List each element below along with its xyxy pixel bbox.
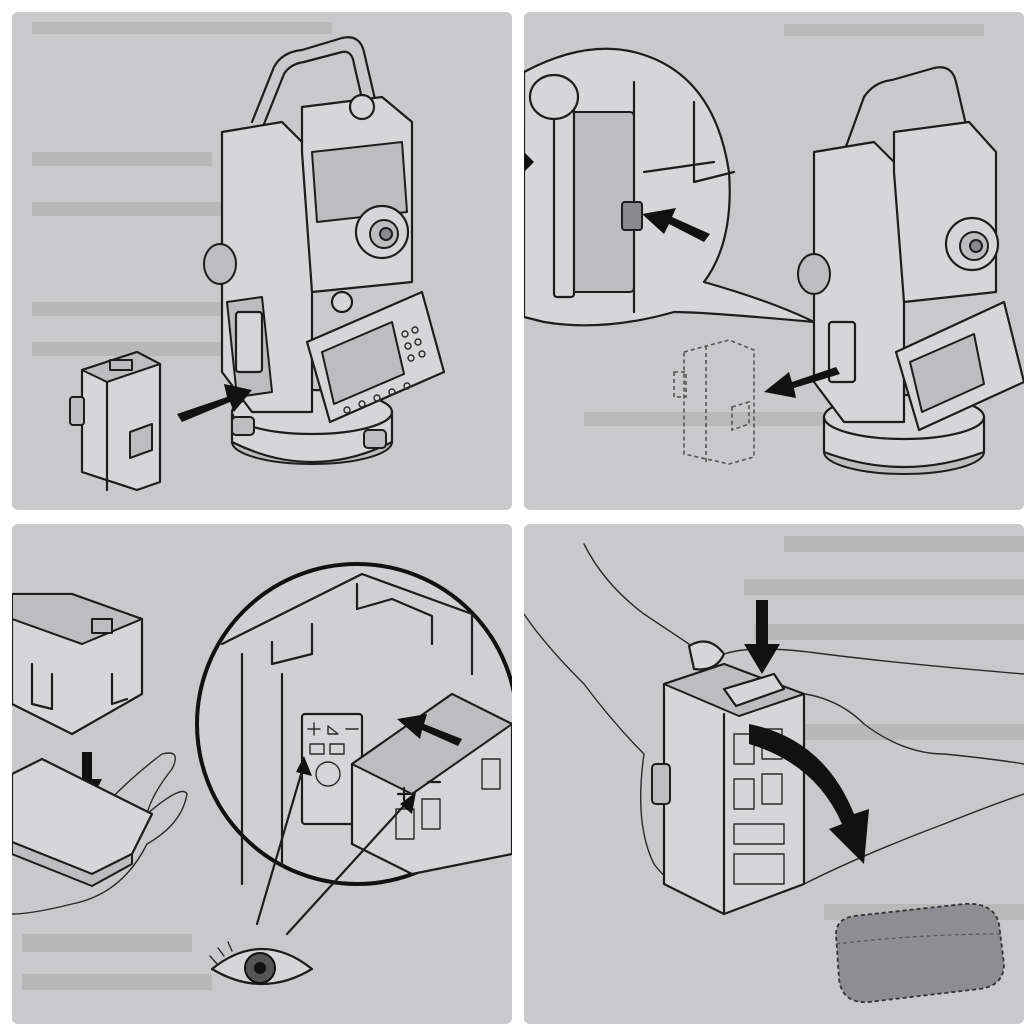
total-station-icon — [203, 36, 446, 465]
polarity-detail-circle — [195, 562, 512, 886]
eye-icon — [209, 941, 314, 985]
insert-arrow-icon — [177, 384, 252, 422]
background-text-ghost — [584, 24, 984, 426]
total-station-icon — [797, 66, 1024, 475]
press-arrow-icon — [744, 600, 780, 674]
sight-arrows — [255, 756, 416, 936]
battery-icon — [12, 757, 154, 887]
detail-circle — [524, 47, 816, 327]
panel-open-holder — [524, 524, 1024, 1024]
remove-arrow-icon — [764, 367, 840, 398]
swing-arrow-icon — [749, 724, 869, 864]
background-text-ghost — [32, 22, 332, 356]
battery-holder-icon — [69, 350, 162, 492]
panel-insert-battery — [12, 12, 512, 510]
battery-outline-icon — [673, 339, 755, 465]
panel-insert-battery-polarity — [12, 524, 512, 1024]
battery-holder-icon — [651, 662, 806, 916]
battery-holder-icon — [12, 592, 144, 736]
battery-icon — [835, 902, 1005, 1003]
panel-remove-battery — [524, 12, 1024, 510]
background-text-ghost — [22, 934, 212, 990]
